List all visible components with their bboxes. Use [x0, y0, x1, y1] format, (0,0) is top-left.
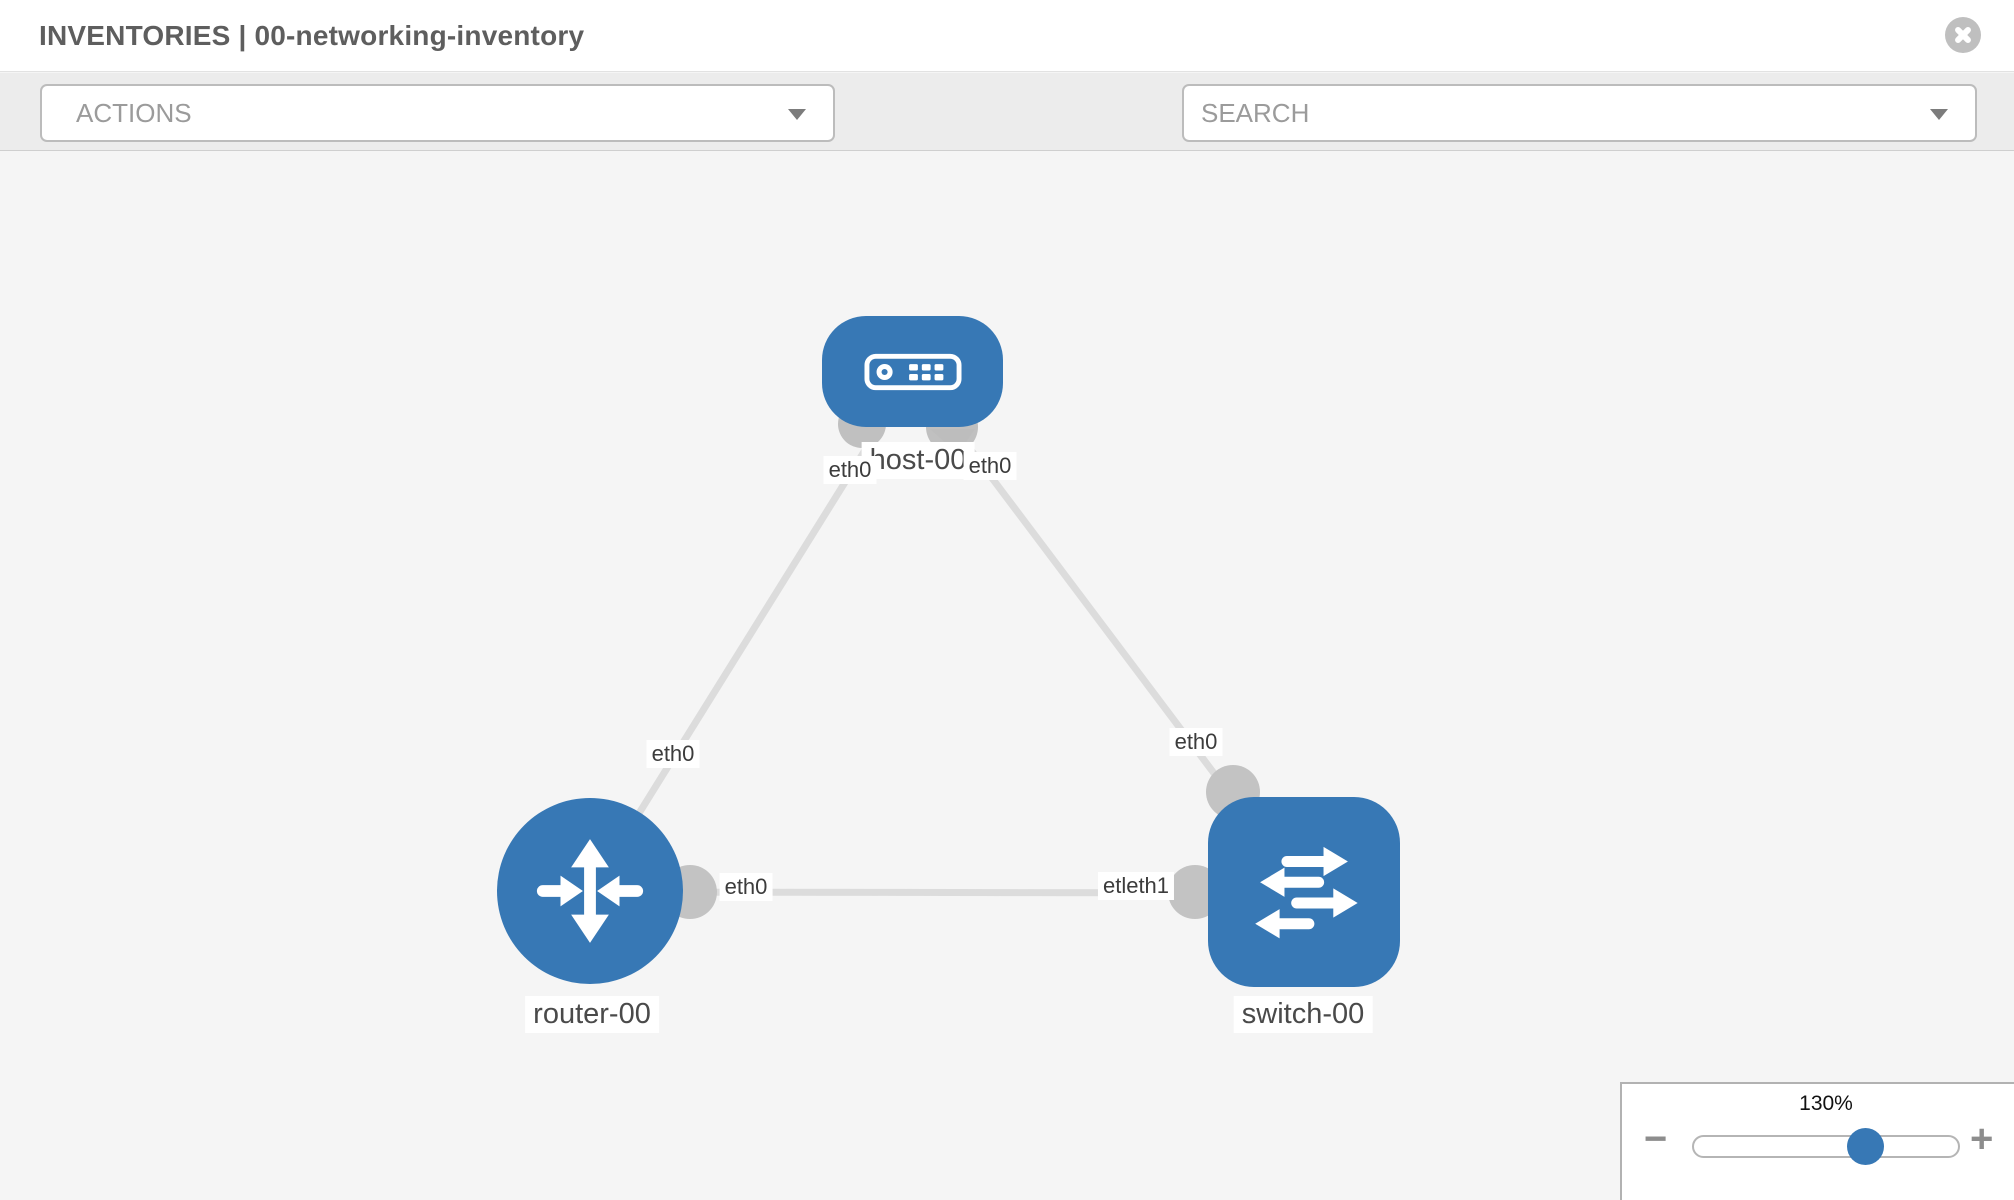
link-arrowhead [930, 429, 975, 454]
chevron-down-icon [788, 109, 806, 120]
search-dropdown-label: SEARCH [1201, 97, 1310, 128]
interface-label: eth0 [823, 456, 877, 484]
zoom-level-readout: 130% [1799, 1092, 1853, 1115]
zoom-out-button[interactable]: − [1644, 1117, 1668, 1161]
close-button[interactable] [1945, 17, 1981, 53]
node-router-00[interactable] [497, 798, 683, 984]
toolbar: ACTIONS SEARCH [0, 73, 2014, 209]
topology-canvas[interactable]: host-00 router-00 switch-00 eth0 eth0 et… [0, 152, 2014, 1200]
chevron-down-icon [1930, 109, 1948, 120]
node-label-switch: switch-00 [1233, 996, 1373, 1033]
links-layer [587, 370, 1307, 919]
router-icon [536, 839, 644, 943]
interface-label: etleth1 [1097, 872, 1175, 900]
zoom-slider-thumb[interactable] [1847, 1128, 1884, 1165]
interface-label: eth0 [963, 452, 1017, 480]
zoom-slider-track[interactable] [1692, 1135, 1960, 1158]
interface-label: eth0 [719, 873, 773, 901]
interface-label: eth0 [1169, 728, 1223, 756]
interface-label: eth0 [646, 740, 700, 768]
actions-dropdown-label: ACTIONS [76, 97, 192, 128]
node-host-00[interactable] [822, 316, 1003, 427]
zoom-in-button[interactable]: + [1970, 1117, 1994, 1161]
node-switch-00[interactable] [1208, 797, 1400, 987]
actions-dropdown[interactable]: ACTIONS [40, 84, 835, 142]
host-icon [863, 353, 962, 390]
node-label-router: router-00 [525, 996, 659, 1033]
header: INVENTORIES | 00-networking-inventory [0, 0, 2014, 72]
page-title: INVENTORIES | 00-networking-inventory [39, 19, 585, 51]
zoom-panel: 130% − + [1620, 1082, 2014, 1200]
search-dropdown[interactable]: SEARCH [1182, 84, 1977, 142]
node-label-host: host-00 [861, 442, 975, 479]
switch-icon [1255, 846, 1358, 939]
